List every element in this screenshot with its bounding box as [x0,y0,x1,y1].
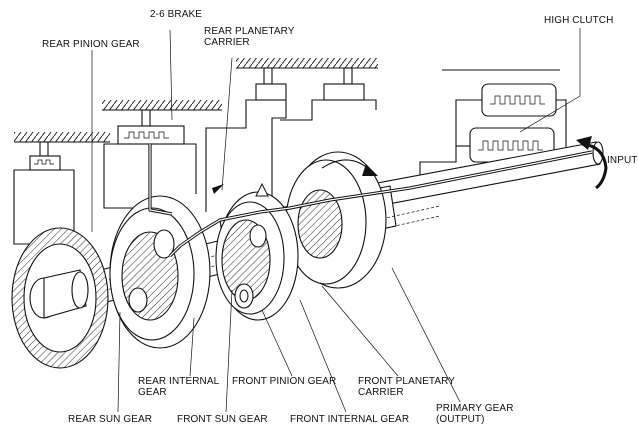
label-rear-pinion-gear: REAR PINION GEAR [42,39,140,50]
label-front-sun-gear: FRONT SUN GEAR [177,414,268,425]
label-high-clutch: HIGH CLUTCH [544,15,614,26]
label-rear-planetary-carrier: REAR PLANETARY CARRIER [204,26,295,48]
primary-gear [285,151,387,289]
rear-drum [11,227,109,369]
label-front-pinion-gear: FRONT PINION GEAR [232,376,337,387]
housing-ground [14,58,560,143]
brake-pistons [29,67,365,171]
label-primary-gear-output: PRIMARY GEAR (OUTPUT) [436,403,514,425]
label-2-6-brake: 2-6 BRAKE [150,9,203,20]
rear-planetary [109,195,211,349]
front-planetary [215,191,299,321]
label-rear-sun-gear: REAR SUN GEAR [68,414,153,425]
label-front-planetary-carrier: FRONT PLANETARY CARRIER [358,376,456,398]
high-clutch [469,83,557,163]
leader-lines [91,28,581,413]
label-input: INPUT [607,155,638,166]
label-front-internal-gear: FRONT INTERNAL GEAR [290,414,410,425]
input-rotation-arrow-icon [576,136,608,190]
label-rear-internal-gear: REAR INTERNAL GEAR [138,376,220,398]
drum-connections [13,99,567,245]
power-flow-path [148,144,593,258]
